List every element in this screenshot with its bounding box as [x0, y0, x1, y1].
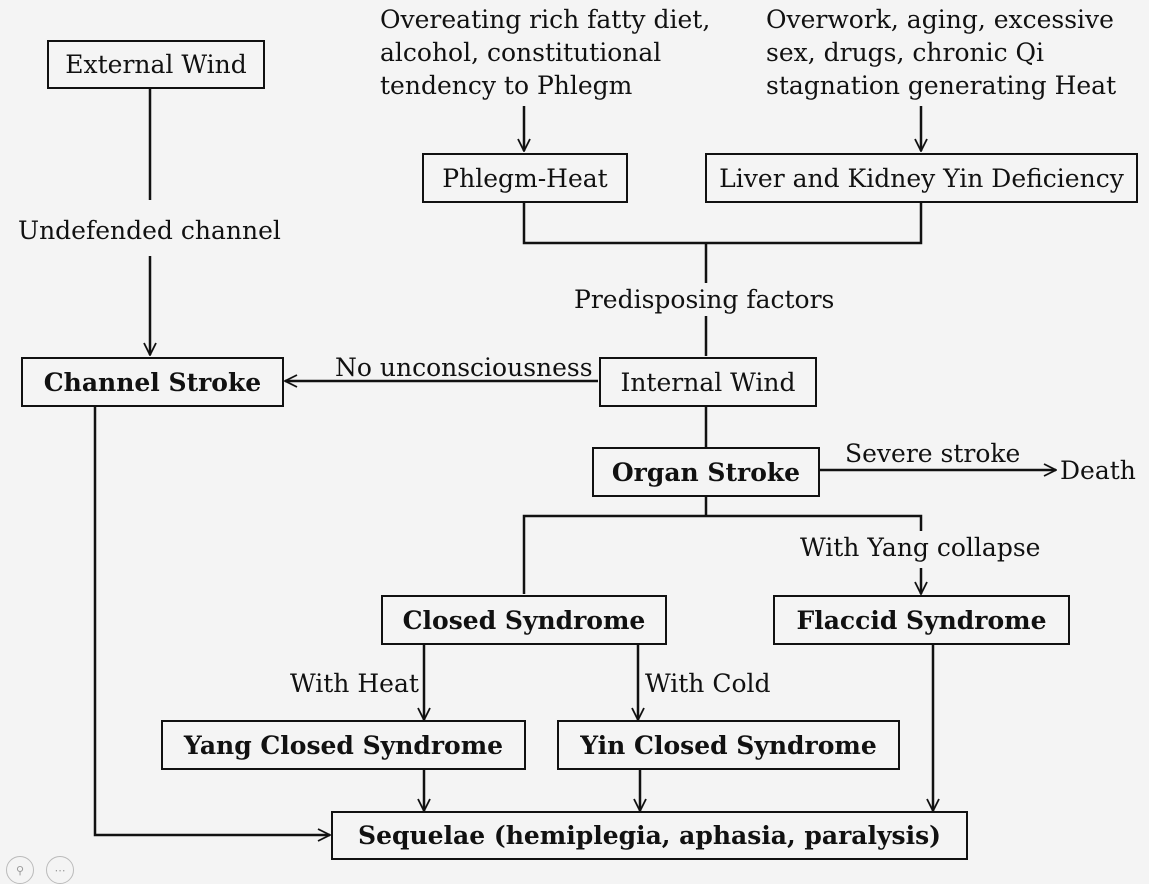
label-with-cold: With Cold: [645, 669, 771, 698]
label-no-unconsciousness: No unconsciousness: [335, 353, 593, 382]
node-sequelae: Sequelae (hemiplegia, aphasia, paralysis…: [331, 811, 968, 860]
label-with-heat: With Heat: [290, 669, 419, 698]
node-flaccid-syndrome: Flaccid Syndrome: [773, 595, 1070, 645]
node-phlegm-heat: Phlegm-Heat: [422, 153, 628, 203]
label-death: Death: [1060, 454, 1136, 487]
node-external-wind: External Wind: [47, 40, 265, 89]
label-predisposing-factors: Predisposing factors: [574, 283, 835, 316]
label-overwork-cause: Overwork, aging, excessive sex, drugs, c…: [766, 5, 1117, 100]
node-closed-syndrome: Closed Syndrome: [381, 595, 667, 645]
node-liver-kidney-yin-deficiency: Liver and Kidney Yin Deficiency: [705, 153, 1138, 203]
label-severe-stroke: Severe stroke: [845, 439, 1021, 468]
node-organ-stroke: Organ Stroke: [592, 447, 820, 497]
zoom-icon[interactable]: ⚲: [6, 856, 34, 884]
edge-predisposing-merge: [522, 202, 923, 245]
label-undefended-channel: Undefended channel: [18, 214, 281, 247]
edge-split-bracket: [522, 514, 923, 594]
node-channel-stroke: Channel Stroke: [21, 357, 284, 407]
node-yin-closed-syndrome: Yin Closed Syndrome: [557, 720, 900, 770]
label-with-yang-collapse: With Yang collapse: [800, 531, 1041, 564]
label-overeating-cause: Overeating rich fatty diet, alcohol, con…: [380, 5, 711, 100]
node-internal-wind: Internal Wind: [599, 357, 817, 407]
node-yang-closed-syndrome: Yang Closed Syndrome: [161, 720, 526, 770]
edge-channel-to-sequelae: [93, 406, 330, 835]
more-icon[interactable]: ⋯: [46, 856, 74, 884]
